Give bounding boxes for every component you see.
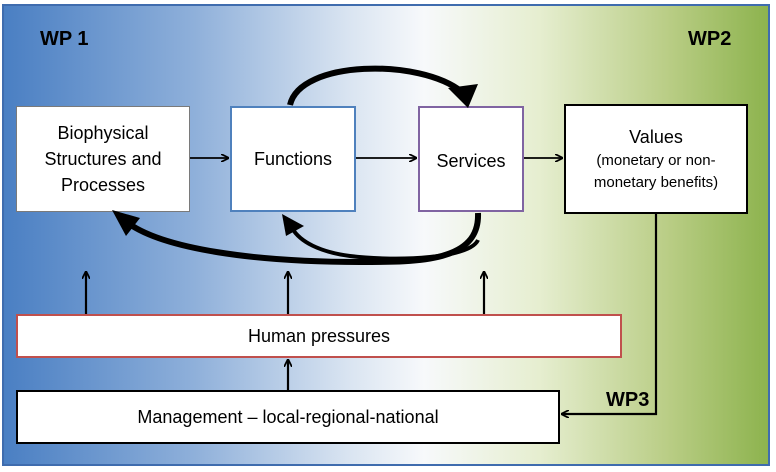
- management-label: Management – local-regional-national: [137, 407, 439, 427]
- values-title: Values: [629, 127, 683, 147]
- services-box: Services: [418, 106, 524, 212]
- functions-box: Functions: [230, 106, 356, 212]
- biophysical-line1: Biophysical: [57, 123, 149, 143]
- wp3-label: WP3: [606, 389, 650, 411]
- management-box: Management – local-regional-national: [16, 390, 560, 444]
- values-box: Values (monetary or non- monetary benefi…: [564, 104, 748, 214]
- wp1-label: WP 1: [40, 28, 89, 50]
- values-line2: monetary benefits): [593, 174, 719, 191]
- biophysical-line2: Structures and: [44, 149, 162, 169]
- biophysical-line3: Processes: [60, 175, 146, 195]
- wp2-label: WP2: [688, 28, 732, 50]
- functions-label: Functions: [253, 149, 333, 169]
- human-pressures-label: Human pressures: [247, 326, 391, 346]
- biophysical-box: Biophysical Structures and Processes: [16, 106, 190, 212]
- services-label: Services: [436, 151, 506, 171]
- values-line1: (monetary or non-: [596, 152, 716, 169]
- human-pressures-box: Human pressures: [16, 314, 622, 358]
